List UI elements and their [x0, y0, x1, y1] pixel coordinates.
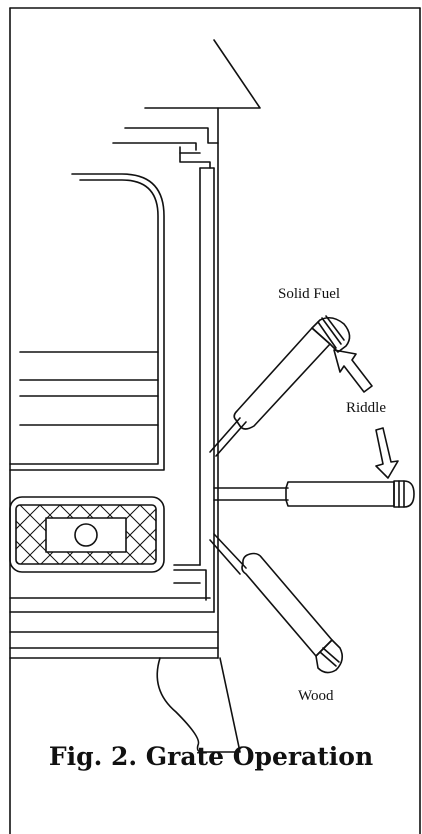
wood-handle: [209, 533, 344, 674]
label-solid-fuel: Solid Fuel: [278, 286, 341, 302]
ash-pan: [9, 496, 165, 573]
label-riddle: Riddle: [346, 400, 386, 416]
label-wood: Wood: [298, 688, 334, 704]
stove-side-wall: [199, 107, 219, 659]
solid-fuel-handle: [209, 315, 351, 457]
stove-base: [9, 564, 219, 659]
figure-caption: Fig. 2. Grate Operation: [48, 742, 374, 771]
page-border: [9, 7, 421, 834]
riddle-arrow-up: [333, 349, 373, 393]
riddle-arrow-down: [375, 427, 399, 479]
stove-leg: [156, 657, 241, 753]
top-ledges: [112, 127, 219, 169]
flue-top: [144, 39, 261, 109]
door-frame: [9, 173, 165, 471]
middle-handle: [213, 480, 415, 508]
door-bars: [19, 351, 159, 426]
